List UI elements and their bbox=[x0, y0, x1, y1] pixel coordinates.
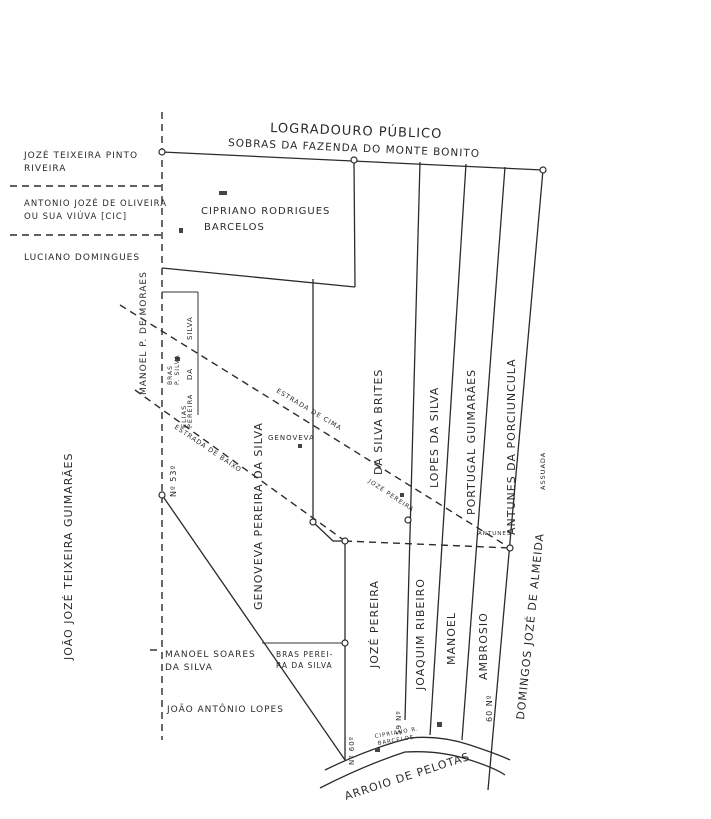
lot-line-b bbox=[429, 163, 467, 736]
estrada-cima-label: ESTRADA DE CIMA bbox=[275, 387, 343, 432]
n60b-label: Nº 60º bbox=[348, 736, 356, 765]
cipriano-south-line bbox=[161, 267, 356, 288]
elias-label-2: PEREIRA bbox=[186, 394, 194, 428]
estrada-baixo-label: ESTRADA DE BAIXO bbox=[173, 423, 243, 474]
west-neighbor-3: LUCIANO DOMINGUES bbox=[24, 253, 140, 263]
far-west-owner: JOÃO JOZÉ TEIXEIRA GUIMARÃES bbox=[62, 453, 75, 661]
arroio-road-lower bbox=[319, 751, 506, 789]
roads bbox=[119, 304, 511, 549]
lot-line-a bbox=[404, 161, 421, 721]
survey-point bbox=[341, 639, 349, 647]
arroio-road-upper bbox=[324, 736, 511, 771]
n60-label: 60 Nº bbox=[485, 695, 494, 722]
genoveva-south-line-1 bbox=[312, 521, 334, 542]
west-neighbor-1-line2: RIVEIRA bbox=[24, 164, 66, 174]
southwest-diagonal bbox=[161, 494, 346, 761]
small-label-2: P. SILVA bbox=[174, 354, 181, 385]
lot-line-c bbox=[461, 166, 506, 741]
assuada-label: ASSUADA bbox=[539, 452, 547, 490]
lot-line-d bbox=[487, 169, 544, 791]
cipriano-label-2: BARCELOS bbox=[204, 222, 265, 233]
survey-point bbox=[341, 537, 349, 545]
west-neighbor-1-line1: JOZÉ TEIXEIRA PINTO bbox=[23, 149, 138, 161]
joao-antonio-label: JOÃO ANTÔNIO LOPES bbox=[166, 703, 284, 715]
west-neighbor-2-line1: ANTONIO JOZÉ DE OLIVEIRA bbox=[24, 197, 167, 209]
antunes-small-label: ANTUNES bbox=[478, 531, 511, 537]
survey-point bbox=[404, 516, 412, 524]
manoel-label: MANOEL bbox=[445, 612, 458, 665]
building-mark bbox=[179, 228, 183, 233]
estrada-middle-line bbox=[344, 540, 511, 549]
west-neighbor-2-line2: OU SUA VIÚVA [CIC] bbox=[24, 210, 127, 222]
survey-points bbox=[158, 148, 547, 647]
survey-point bbox=[506, 544, 514, 552]
building-mark bbox=[298, 444, 302, 448]
labels: LOGRADOURO PÚBLICO SOBRAS DA FAZENDA DO … bbox=[23, 120, 547, 803]
joaquim-ribeiro-label: JOAQUIM RIBEIRO bbox=[414, 578, 427, 691]
small-label-1: BRAS bbox=[167, 365, 174, 385]
survey-point bbox=[309, 518, 317, 526]
survey-point bbox=[158, 148, 166, 156]
n53-label: Nº 53º bbox=[169, 465, 178, 497]
estrada-de-cima-line bbox=[119, 304, 511, 549]
antunes-porciuncula-label: ANTUNES DA PORCIUNCULA bbox=[505, 358, 518, 535]
ambrosio-label: AMBROSIO bbox=[477, 612, 490, 680]
elias-label-3: DA bbox=[186, 368, 194, 380]
bras-label-2: RA DA SILVA bbox=[276, 661, 333, 670]
boundary-lines bbox=[10, 112, 544, 791]
genoveva-main-label: GENOVEVA PEREIRA DA SILVA bbox=[252, 422, 265, 610]
survey-point bbox=[539, 166, 547, 174]
genoveva-small-label: GENOVEVA bbox=[268, 434, 315, 442]
silva-brites-label: DA SILVA BRITES bbox=[372, 369, 385, 475]
manoel-soares-label-2: DA SILVA bbox=[165, 663, 213, 673]
domingos-label: DOMINGOS JOZÉ DE ALMEIDA bbox=[514, 532, 547, 720]
lopes-silva-label: LOPES DA SILVA bbox=[428, 387, 441, 488]
building-mark bbox=[219, 191, 227, 195]
survey-point bbox=[158, 491, 166, 499]
manoel-soares-label-1: MANOEL SOARES bbox=[165, 650, 256, 660]
building-mark bbox=[400, 493, 404, 497]
survey-point bbox=[350, 156, 358, 164]
building-mark bbox=[175, 357, 180, 361]
building-marks bbox=[175, 191, 442, 752]
header-title: LOGRADOURO PÚBLICO bbox=[270, 120, 443, 142]
building-mark bbox=[375, 748, 380, 752]
road-label: ARROIO DE PELOTAS bbox=[343, 750, 472, 803]
n59-label: 59 Nº bbox=[395, 710, 403, 735]
bras-label-1: BRAS PEREI- bbox=[276, 650, 333, 659]
joze-pereira-label: JOZÉ PEREIRA bbox=[368, 580, 381, 669]
building-mark bbox=[437, 722, 442, 727]
jose-pereira-small-label: JOZÉ PEREIRA bbox=[366, 476, 416, 513]
elias-label-1: ELIAS bbox=[180, 405, 188, 428]
manoel-moraes-label: MANOEL P. DE MORAES bbox=[139, 271, 149, 395]
cipriano-label-1: CIPRIANO RODRIGUES bbox=[201, 206, 330, 217]
elias-label-4: SILVA bbox=[186, 316, 194, 340]
portugal-guimaraes-label: PORTUGAL GUIMARÃES bbox=[465, 369, 478, 515]
cipriano-east-line bbox=[353, 159, 356, 288]
